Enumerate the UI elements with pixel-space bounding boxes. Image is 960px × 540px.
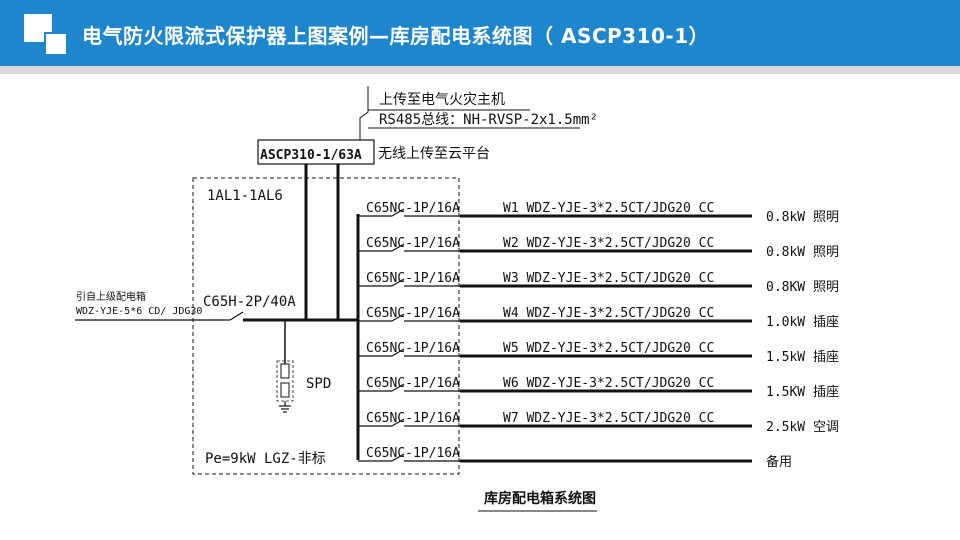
- branch-cable-label: W4 WDZ-YJE-3*2.5CT/JDG20 CC: [503, 306, 714, 321]
- logo-square-small: [44, 32, 68, 56]
- branch-breaker-contact: [391, 278, 405, 287]
- branch-breaker-label: C65NC-1P/16A: [366, 236, 460, 251]
- branch-breaker-label: C65NC-1P/16A: [366, 306, 460, 321]
- branch-load-label: 1.5kW 插座: [766, 350, 839, 365]
- branch-load-label: 2.5kW 空调: [766, 420, 839, 435]
- spd-element-bottom: [280, 382, 290, 398]
- branch-breaker-label: C65NC-1P/16A: [366, 411, 460, 426]
- pe-label: Pe=9kW LGZ-非标: [205, 451, 326, 467]
- device-label: ASCP310-1/63A: [260, 148, 362, 163]
- branch-breaker-label: C65NC-1P/16A: [366, 341, 460, 356]
- box-label: 1AL1-1AL6: [207, 188, 283, 204]
- branch-breaker-contact: [391, 418, 405, 427]
- branch-cable-label: W2 WDZ-YJE-3*2.5CT/JDG20 CC: [503, 236, 714, 251]
- upload-bus-line: [359, 86, 369, 140]
- distribution-box-enclosure: [192, 177, 460, 475]
- branch-breaker-label: C65NC-1P/16A: [366, 201, 460, 216]
- branch-breaker-label: C65NC-1P/16A: [366, 446, 460, 461]
- branch-breaker-contact: [391, 383, 405, 392]
- header-stripe: [0, 66, 960, 74]
- spd-label: SPD: [306, 376, 331, 392]
- branch-breaker-label: C65NC-1P/16A: [366, 271, 460, 286]
- incoming-source-label: 引自上级配电箱: [76, 290, 146, 303]
- branch-cable-label: W5 WDZ-YJE-3*2.5CT/JDG20 CC: [503, 341, 714, 356]
- branch-cable-label: W3 WDZ-YJE-3*2.5CT/JDG20 CC: [503, 271, 714, 286]
- branch-load-label: 0.8KW 照明: [766, 280, 839, 295]
- wireless-label: 无线上传至云平台: [378, 146, 490, 162]
- branch-breaker-contact: [391, 208, 405, 217]
- ascp-device-box: [257, 139, 375, 165]
- branch-load-label: 备用: [766, 454, 792, 470]
- branch-cable-label: W7 WDZ-YJE-3*2.5CT/JDG20 CC: [503, 411, 714, 426]
- spd-element-top: [280, 363, 290, 379]
- branch-load-label: 0.8kW 照明: [766, 245, 839, 260]
- main-breaker-label: C65H-2P/40A: [203, 294, 296, 310]
- incoming-cable-label: WDZ-YJE-5*6 CD/ JDG30: [76, 306, 202, 317]
- branch-cable-label: W6 WDZ-YJE-3*2.5CT/JDG20 CC: [503, 376, 714, 391]
- branch-breaker-contact: [391, 453, 405, 462]
- branch-breaker-label: C65NC-1P/16A: [366, 376, 460, 391]
- upload-host-label: 上传至电气火灾主机: [379, 91, 505, 108]
- branch-load-label: 1.0kW 插座: [766, 315, 839, 330]
- spd-enclosure: [276, 360, 294, 402]
- branch-breaker-contact: [391, 243, 405, 252]
- main-breaker-contact: [229, 311, 244, 321]
- branch-load-label: 0.8kW 照明: [766, 210, 839, 225]
- branch-breaker-contact: [391, 348, 405, 357]
- branch-cable-label: W1 WDZ-YJE-3*2.5CT/JDG20 CC: [503, 201, 714, 216]
- branch-breaker-contact: [391, 313, 405, 322]
- page-title: 电气防火限流式保护器上图案例—库房配电系统图（ ASCP310-1）: [82, 24, 710, 48]
- diagram-caption: 库房配电箱系统图: [484, 490, 596, 507]
- header-bar: [0, 0, 960, 66]
- branch-load-label: 1.5KW 插座: [766, 385, 839, 400]
- rs485-label: RS485总线：NH-RVSP-2x1.5mm²: [379, 112, 598, 128]
